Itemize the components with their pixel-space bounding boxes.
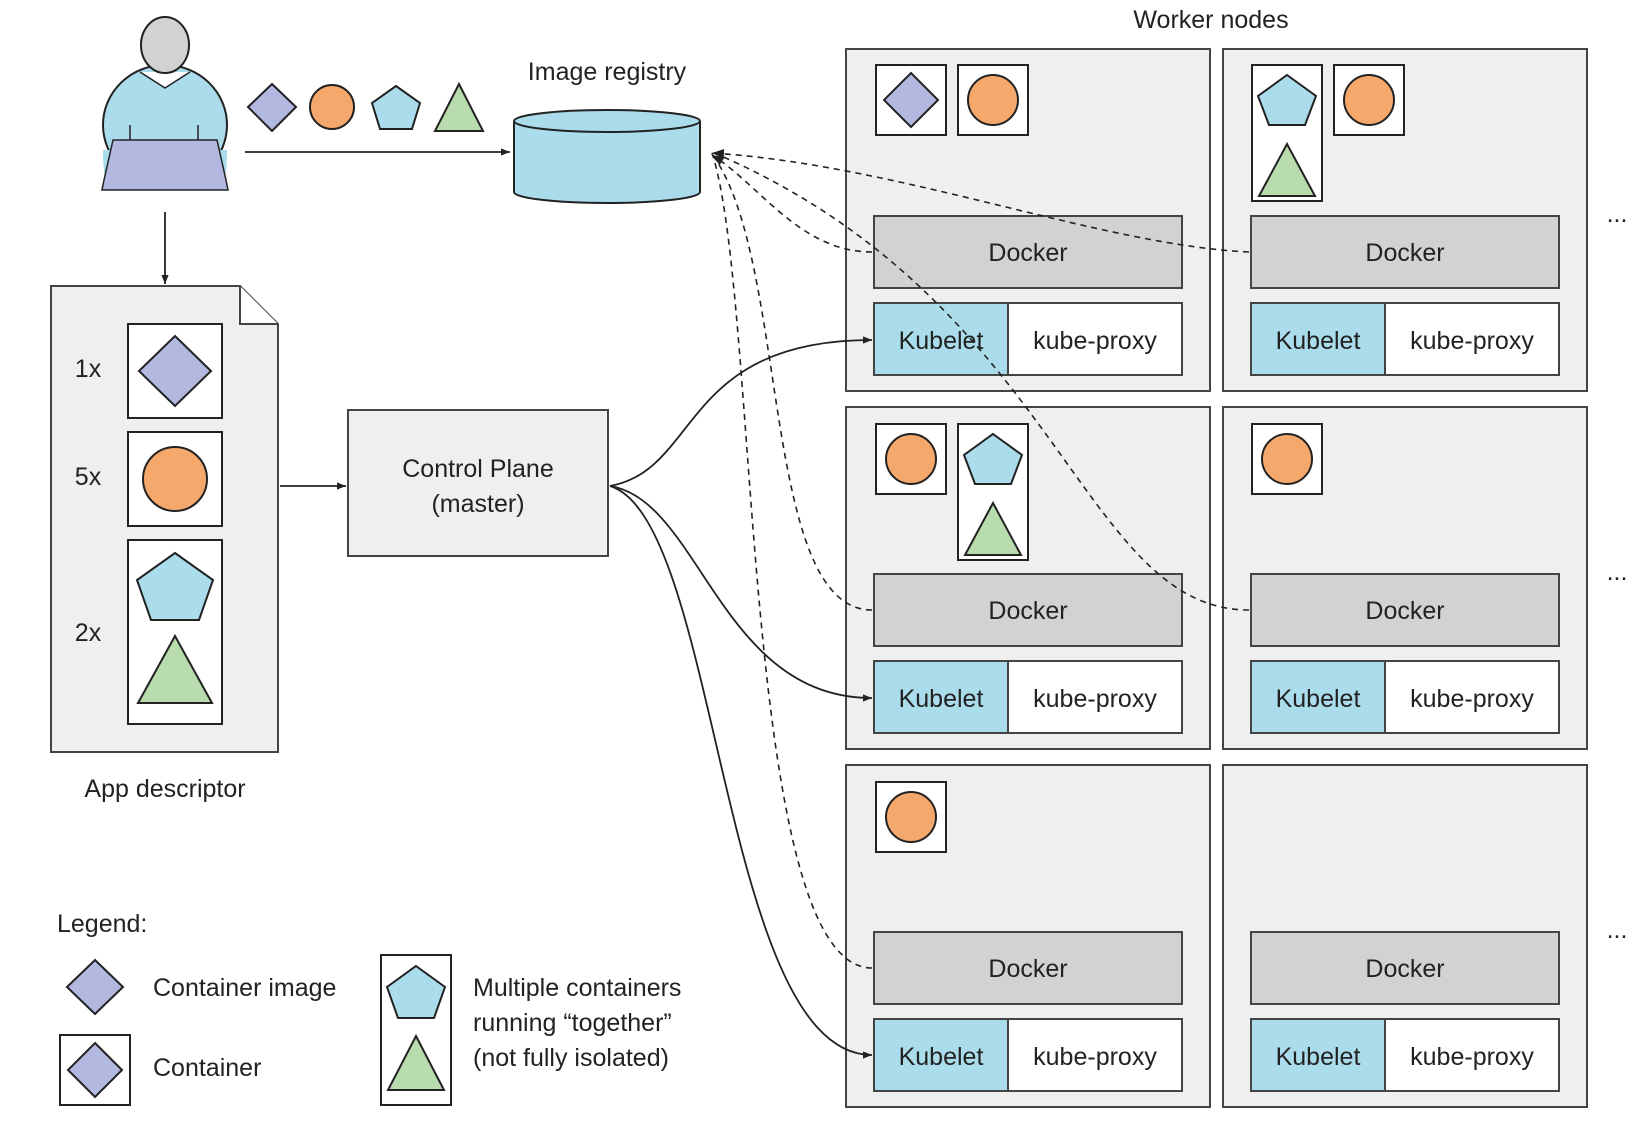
- node-runtime: Docker Kubelet kube-proxy: [873, 931, 1183, 1092]
- legend-diamond-icon: [65, 958, 125, 1016]
- control-lines: [609, 336, 873, 1059]
- pentagon-icon: [135, 551, 215, 621]
- kubelet-box: [1250, 660, 1386, 734]
- diamond-icon: [246, 82, 298, 133]
- node-runtime: Docker Kubelet kube-proxy: [1250, 931, 1560, 1092]
- image-registry-label: Image registry: [528, 58, 687, 86]
- image-registry-cylinder: [513, 109, 701, 204]
- docker-box: [873, 215, 1183, 289]
- triangle-icon: [433, 81, 485, 132]
- legend-container-label: Container: [153, 1054, 261, 1082]
- kubelet-label: Kubelet: [899, 685, 984, 713]
- node-runtime: Docker Kubelet kube-proxy: [1250, 573, 1560, 734]
- pentagon-icon: [370, 84, 422, 130]
- kubelet-label: Kubelet: [1276, 1043, 1361, 1071]
- pentagon-icon: [962, 432, 1024, 485]
- control-plane-title: Control Plane: [402, 455, 553, 483]
- triangle-icon: [136, 633, 214, 704]
- docker-label: Docker: [988, 239, 1067, 267]
- docker-label: Docker: [988, 955, 1067, 983]
- more-nodes-ellipsis: ...: [1607, 916, 1628, 944]
- more-nodes-ellipsis: ...: [1607, 200, 1628, 228]
- docker-label: Docker: [1365, 597, 1444, 625]
- app-descriptor-label: App descriptor: [84, 775, 245, 803]
- legend-multi-line3: (not fully isolated): [473, 1044, 669, 1072]
- descriptor-count-2: 5x: [75, 463, 102, 491]
- descriptor-count-1: 1x: [75, 355, 102, 383]
- kube-proxy-box: [1007, 302, 1183, 376]
- kube-proxy-box: [1384, 1018, 1560, 1092]
- kube-proxy-label: kube-proxy: [1033, 685, 1157, 713]
- legend-multi-line2: running “together”: [473, 1009, 672, 1037]
- docker-box: [1250, 931, 1560, 1005]
- kube-proxy-label: kube-proxy: [1410, 327, 1534, 355]
- kubelet-box: [873, 1018, 1009, 1092]
- diamond-icon: [137, 334, 213, 408]
- docker-label: Docker: [1365, 239, 1444, 267]
- kubelet-label: Kubelet: [899, 1043, 984, 1071]
- node-runtime: Docker Kubelet kube-proxy: [873, 573, 1183, 734]
- kubelet-label: Kubelet: [1276, 685, 1361, 713]
- image-pull-lines: [711, 148, 1250, 969]
- docker-box: [1250, 573, 1560, 647]
- kubelet-box: [873, 302, 1009, 376]
- circle-icon: [967, 74, 1019, 126]
- docker-label: Docker: [988, 597, 1067, 625]
- docker-box: [873, 573, 1183, 647]
- kube-proxy-label: kube-proxy: [1033, 1043, 1157, 1071]
- more-nodes-ellipsis: ...: [1607, 558, 1628, 586]
- kube-proxy-box: [1384, 302, 1560, 376]
- legend-pentagon-icon: [385, 964, 447, 1019]
- kube-proxy-box: [1384, 660, 1560, 734]
- circle-icon: [885, 433, 937, 485]
- kube-proxy-label: kube-proxy: [1033, 327, 1157, 355]
- circle-icon: [1261, 433, 1313, 485]
- control-plane-subtitle: (master): [431, 490, 524, 518]
- circle-icon: [1343, 74, 1395, 126]
- worker-nodes-label: Worker nodes: [1133, 6, 1288, 34]
- control-plane-box: [347, 409, 609, 557]
- node-runtime: Docker Kubelet kube-proxy: [873, 215, 1183, 376]
- legend-triangle-icon: [386, 1033, 446, 1091]
- legend-multi-line1: Multiple containers: [473, 974, 681, 1002]
- circle-icon: [885, 791, 937, 843]
- developer-icon: [100, 16, 230, 195]
- diamond-icon: [882, 71, 940, 129]
- kube-proxy-box: [1007, 660, 1183, 734]
- kubelet-box: [1250, 302, 1386, 376]
- node-runtime: Docker Kubelet kube-proxy: [1250, 215, 1560, 376]
- kubelet-label: Kubelet: [899, 327, 984, 355]
- circle-icon: [142, 446, 208, 512]
- descriptor-count-3: 2x: [75, 619, 102, 647]
- kube-proxy-label: kube-proxy: [1410, 685, 1534, 713]
- triangle-icon: [963, 500, 1023, 556]
- kubelet-box: [873, 660, 1009, 734]
- legend-title: Legend:: [57, 910, 147, 938]
- docker-box: [873, 931, 1183, 1005]
- kube-proxy-box: [1007, 1018, 1183, 1092]
- circle-icon: [309, 84, 355, 130]
- legend-diamond-icon: [66, 1041, 124, 1099]
- kubelet-label: Kubelet: [1276, 327, 1361, 355]
- legend-container-image-label: Container image: [153, 974, 336, 1002]
- kube-proxy-label: kube-proxy: [1410, 1043, 1534, 1071]
- docker-box: [1250, 215, 1560, 289]
- kubelet-box: [1250, 1018, 1386, 1092]
- triangle-icon: [1257, 141, 1317, 197]
- docker-label: Docker: [1365, 955, 1444, 983]
- pentagon-icon: [1256, 73, 1318, 126]
